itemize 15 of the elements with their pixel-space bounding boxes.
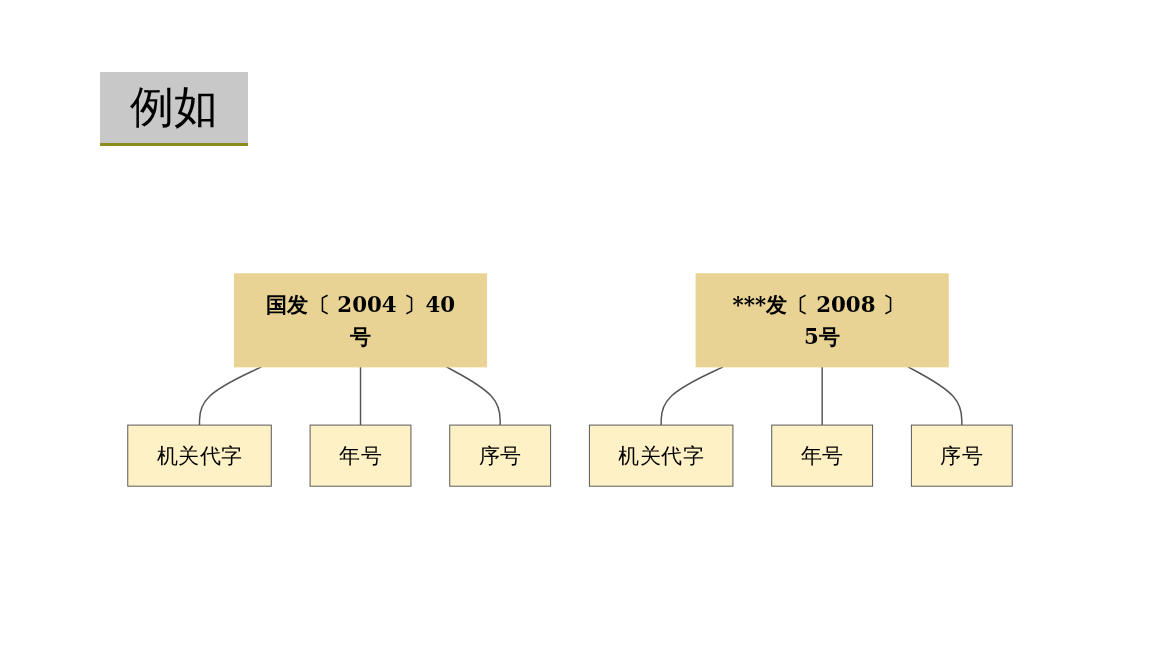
node-box: 年号	[771, 424, 874, 487]
node-box: 序号	[449, 424, 552, 487]
connector	[445, 366, 501, 426]
connector	[660, 366, 724, 426]
node-box: 机关代字	[127, 424, 272, 487]
connector	[198, 366, 263, 426]
node-box: 年号	[309, 424, 412, 487]
node-box: ***发〔 2008 〕 5号	[695, 273, 949, 368]
node-box: 机关代字	[588, 424, 734, 487]
connector	[359, 366, 362, 426]
node-box: 国发〔 2004 〕40号	[233, 273, 488, 368]
connector	[821, 366, 823, 426]
slide-title: 例如	[100, 72, 248, 146]
connector	[907, 366, 963, 426]
node-box: 序号	[910, 424, 1013, 487]
